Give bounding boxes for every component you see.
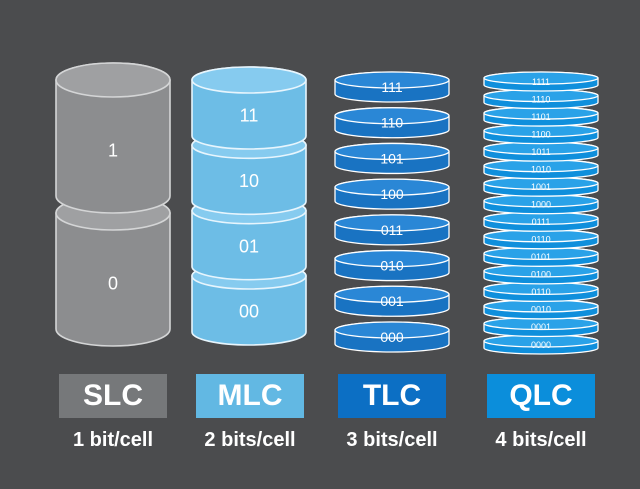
- tlc-bit-value: 001: [380, 293, 404, 309]
- qlc-label-box: [487, 374, 595, 418]
- qlc-cell-level: 0101: [483, 246, 599, 267]
- mlc-bit-value: 10: [239, 171, 259, 191]
- qlc-cell-level: 0110: [483, 281, 599, 303]
- qlc-bits-per-cell: 4 bits/cell: [495, 429, 587, 451]
- tlc-label-box: [338, 374, 446, 418]
- tlc-cell-level: 110: [334, 107, 450, 139]
- qlc-label: QLC: [509, 379, 573, 412]
- tlc-cell-level: 010: [334, 249, 450, 282]
- tlc-bit-value: 000: [380, 329, 404, 345]
- qlc-bit-value: 1101: [531, 112, 550, 122]
- mlc-bit-value: 01: [239, 236, 259, 256]
- qlc-cell-level: 0100: [483, 264, 599, 285]
- tlc-bit-value: 111: [381, 79, 402, 95]
- slc-stack: 01: [55, 62, 171, 347]
- qlc-cell-level: 1100: [483, 123, 599, 145]
- qlc-bit-value: 1011: [531, 147, 550, 157]
- mlc-label-box: [196, 374, 304, 418]
- mlc-bit-value: 00: [239, 302, 259, 322]
- slc-label-box: [59, 374, 167, 418]
- tlc-stack: 000 001 010 011 100 101 110 111: [334, 71, 450, 353]
- qlc-cell-level: 0111: [483, 211, 599, 232]
- tlc-cell-top: [334, 142, 450, 161]
- mlc-bit-value: 11: [240, 106, 259, 126]
- tlc-cell-level: 011: [334, 214, 450, 246]
- tlc-bit-value: 100: [380, 186, 404, 202]
- mlc-cell-level: 11: [191, 66, 307, 150]
- slc-cell-level: 0: [55, 195, 171, 347]
- qlc-bit-value: 0001: [531, 322, 551, 332]
- slc-cell-top: [55, 62, 171, 98]
- tlc-label: TLC: [362, 379, 422, 412]
- qlc-bit-value: 1110: [532, 94, 551, 104]
- slc-label: SLC: [83, 379, 143, 412]
- tlc-bit-value: 011: [381, 222, 404, 238]
- tlc-bit-value: 110: [381, 115, 404, 131]
- qlc-cell-top: [483, 71, 599, 85]
- qlc-cell-level: 1000: [483, 194, 599, 215]
- tlc-cell-top: [334, 321, 450, 339]
- qlc-bit-value: 1111: [532, 77, 550, 87]
- qlc-bit-value: 0100: [531, 270, 551, 280]
- qlc-bit-value: 0111: [532, 217, 551, 227]
- tlc-cell-level: 101: [334, 142, 450, 175]
- qlc-bit-value: 0101: [531, 252, 551, 262]
- qlc-cell-level: 0110: [483, 229, 599, 250]
- qlc-cell-level: 0000: [483, 334, 599, 355]
- mlc-bits-per-cell: 2 bits/cell: [204, 429, 296, 451]
- qlc-bit-value: 0010: [531, 305, 551, 315]
- qlc-bit-value: 0000: [531, 340, 551, 350]
- tlc-cell-top: [334, 214, 450, 232]
- tlc-cell-top: [334, 71, 450, 89]
- mlc-cell-top: [191, 66, 307, 94]
- qlc-cell-level: 1001: [483, 176, 599, 197]
- tlc-bits-per-cell: 3 bits/cell: [346, 429, 438, 451]
- tlc-cell-top: [334, 249, 450, 268]
- tlc-bit-value: 010: [380, 257, 404, 273]
- qlc-cell-level: 1011: [483, 141, 599, 162]
- qlc-cell-level: 0001: [483, 316, 599, 338]
- qlc-bit-value: 0110: [531, 287, 550, 297]
- qlc-stack: 0000 0001 0010 0110 0100 0101 0110 0111 1000 1001…: [483, 71, 599, 355]
- slc-bit-value: 0: [108, 274, 118, 294]
- qlc-bit-value: 1001: [531, 182, 551, 192]
- qlc-bit-value: 1010: [531, 164, 551, 174]
- qlc-cell-level: 0010: [483, 299, 599, 320]
- tlc-cell-top: [334, 107, 450, 125]
- tlc-cell-top: [334, 178, 450, 196]
- tlc-cell-level: 000: [334, 321, 450, 353]
- mlc-stack: 00 01 10 11: [191, 66, 307, 346]
- qlc-bit-value: 0110: [531, 235, 550, 245]
- qlc-cell-level: 1101: [483, 106, 599, 127]
- tlc-cell-level: 001: [334, 285, 450, 317]
- tlc-cell-top: [334, 285, 450, 303]
- qlc-bit-value: 1100: [531, 129, 550, 139]
- qlc-cell-level: 1010: [483, 159, 599, 180]
- tlc-cell-level: 111: [334, 71, 450, 103]
- qlc-bit-value: 1000: [531, 200, 551, 210]
- qlc-cell-level: 1110: [483, 88, 599, 110]
- qlc-cell-level: 1111: [483, 71, 599, 92]
- tlc-bit-value: 101: [380, 150, 404, 166]
- slc-bit-value: 1: [108, 141, 118, 161]
- slc-bits-per-cell: 1 bit/cell: [72, 429, 154, 451]
- tlc-cell-level: 100: [334, 178, 450, 210]
- slc-cell-level: 1: [55, 62, 171, 214]
- mlc-label: MLC: [217, 379, 283, 412]
